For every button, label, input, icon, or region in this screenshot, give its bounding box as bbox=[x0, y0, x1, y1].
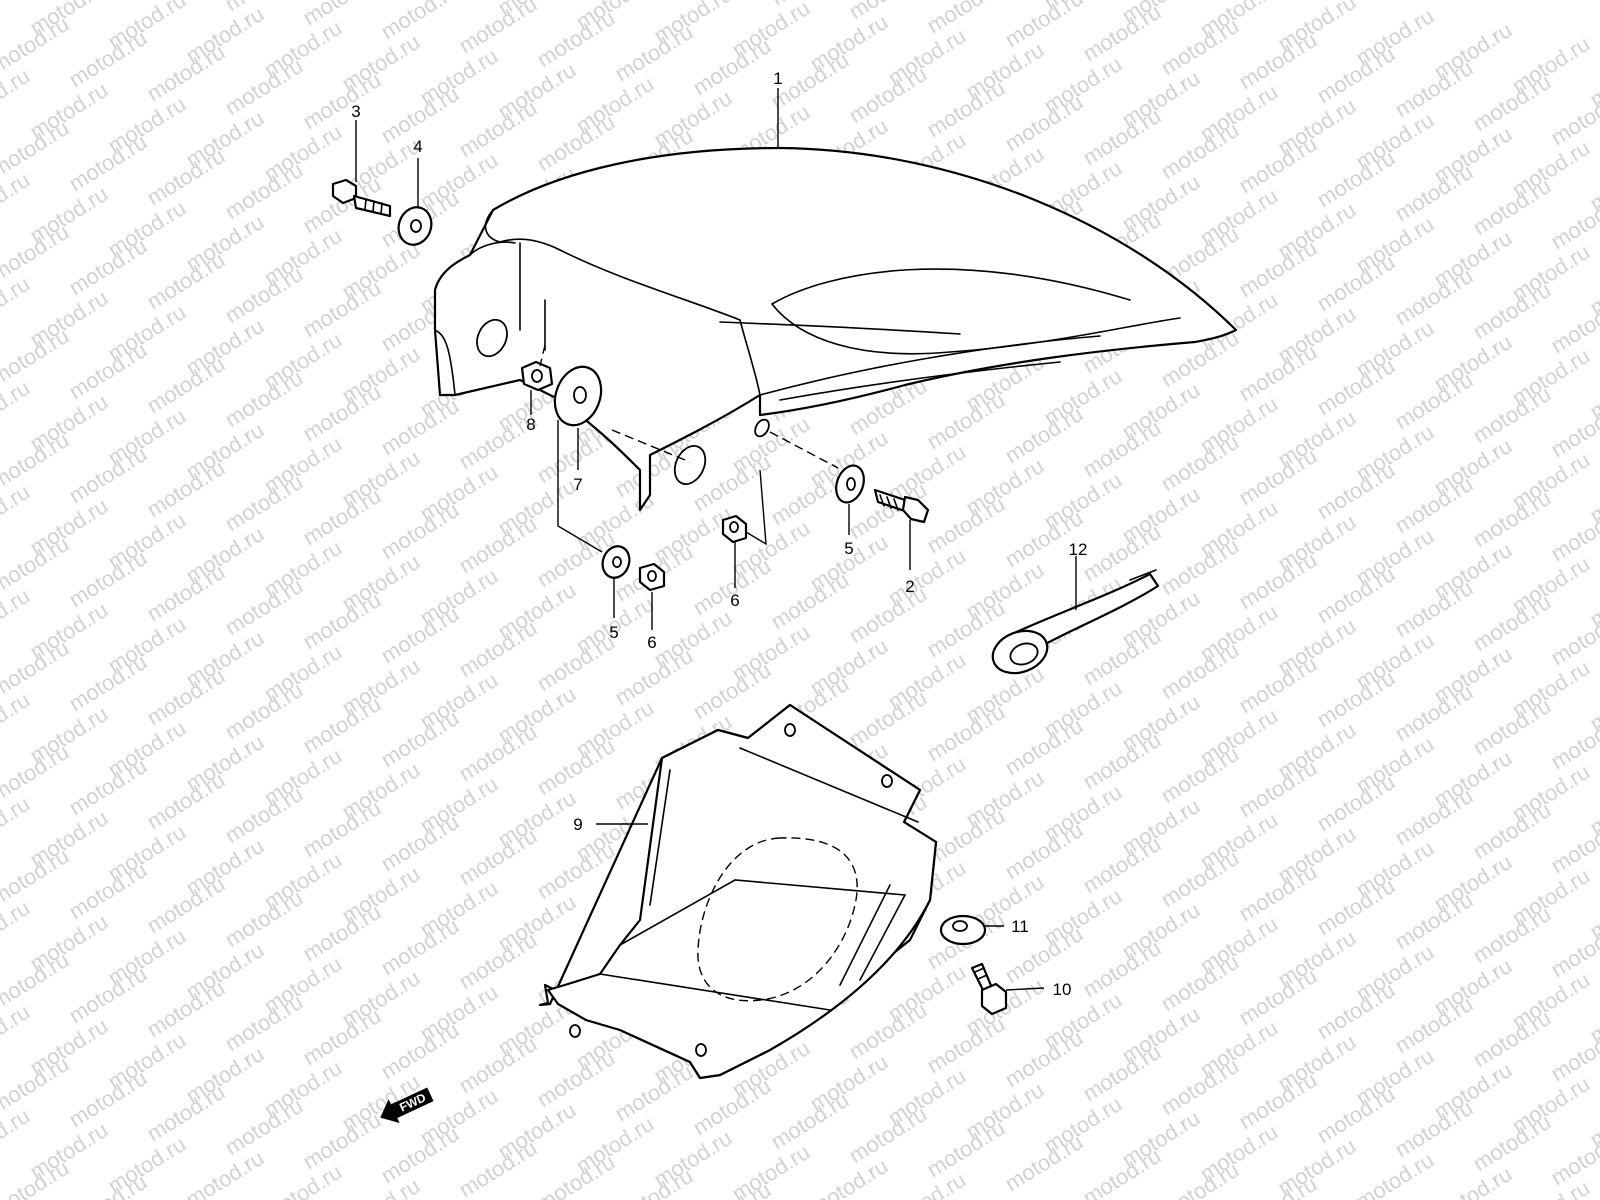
nut-part-6-left bbox=[638, 562, 666, 592]
callout-7: 7 bbox=[573, 475, 582, 494]
watermark-text: motod.ru bbox=[376, 0, 463, 44]
rear-fender-part-1 bbox=[433, 146, 1238, 512]
callout-10: 10 bbox=[1053, 980, 1072, 999]
watermark-text: motod.ru bbox=[922, 0, 1009, 38]
callout-5-left: 5 bbox=[609, 623, 618, 642]
watermark-text: motod.ru bbox=[259, 1159, 346, 1200]
callout-9: 9 bbox=[573, 815, 582, 834]
screw-part-10 bbox=[970, 962, 1008, 1016]
watermark-text: motod.ru bbox=[844, 0, 931, 24]
watermark-text: motod.ru bbox=[454, 0, 541, 58]
washer-part-4 bbox=[397, 206, 433, 246]
callout-6-left: 6 bbox=[647, 633, 656, 652]
callout-6-center: 6 bbox=[730, 591, 739, 610]
callout-1: 1 bbox=[773, 69, 782, 88]
callout-3: 3 bbox=[351, 102, 360, 121]
clip-nut-part-11 bbox=[939, 914, 987, 946]
nut-part-6-center bbox=[721, 514, 748, 544]
callout-11: 11 bbox=[1011, 917, 1029, 936]
arrow-left-icon bbox=[380, 1087, 434, 1124]
inner-fender-part-9 bbox=[538, 703, 938, 1080]
bolt-part-3 bbox=[331, 178, 392, 218]
leader-lines bbox=[355, 88, 1077, 991]
watermark-text: motod.ru bbox=[1351, 1147, 1438, 1200]
watermark-text: motod.ru bbox=[1507, 1175, 1594, 1200]
watermark-text: motod.ru bbox=[181, 1145, 268, 1200]
watermark-text: motod.ru bbox=[298, 0, 385, 30]
watermark-text: motod.ru bbox=[1000, 0, 1087, 52]
stay-part-12 bbox=[991, 569, 1160, 675]
callout-2: 2 bbox=[905, 577, 914, 596]
watermark-text: motod.ru bbox=[1429, 1161, 1516, 1200]
watermark-text: motod.ru bbox=[883, 1167, 970, 1200]
bolt-part-2 bbox=[873, 488, 930, 524]
grommet-part-7 bbox=[553, 365, 603, 427]
callout-12: 12 bbox=[1069, 540, 1088, 559]
callout-4: 4 bbox=[413, 137, 422, 156]
watermark-text: motod.ru bbox=[805, 1153, 892, 1200]
washer-part-5-left bbox=[601, 545, 631, 579]
callout-8: 8 bbox=[526, 415, 535, 434]
callout-labels: 1 2 3 4 5 5 6 6 7 8 9 10 11 12 bbox=[351, 69, 1087, 999]
callout-5-right: 5 bbox=[844, 539, 853, 558]
nut-part-8 bbox=[520, 360, 554, 392]
watermark-text: motod.ru bbox=[337, 1173, 424, 1200]
washer-part-5-right bbox=[835, 464, 865, 504]
